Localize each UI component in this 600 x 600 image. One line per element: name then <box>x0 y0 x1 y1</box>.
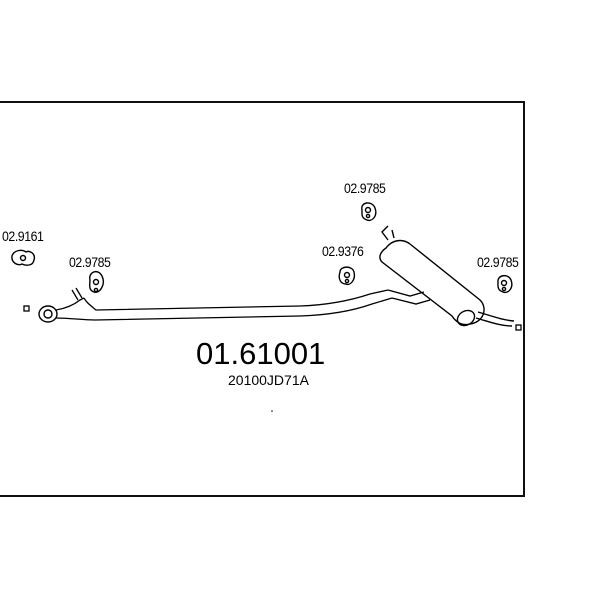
oem-number: 20100JD71A <box>228 372 309 388</box>
label-hanger-top: 02.9785 <box>344 180 386 196</box>
hanger-rear-icon <box>497 275 513 294</box>
rear-end-marker <box>515 324 522 331</box>
front-end-marker <box>23 305 30 312</box>
hanger-mid-icon <box>338 266 356 286</box>
hanger-top-icon <box>361 202 377 222</box>
part-number: 01.61001 <box>196 336 326 371</box>
stray-dot <box>271 410 273 412</box>
label-hanger-mid: 02.9376 <box>322 243 364 259</box>
main-pipe <box>55 287 393 321</box>
label-hanger-front: 02.9785 <box>69 254 111 270</box>
muffler <box>379 225 515 327</box>
diagram-frame <box>0 101 525 497</box>
hanger-front-icon <box>88 270 104 293</box>
clamp-front-icon <box>11 249 36 266</box>
front-flange <box>38 305 58 323</box>
label-clamp-front: 02.9161 <box>2 228 44 244</box>
label-hanger-rear: 02.9785 <box>477 254 519 270</box>
